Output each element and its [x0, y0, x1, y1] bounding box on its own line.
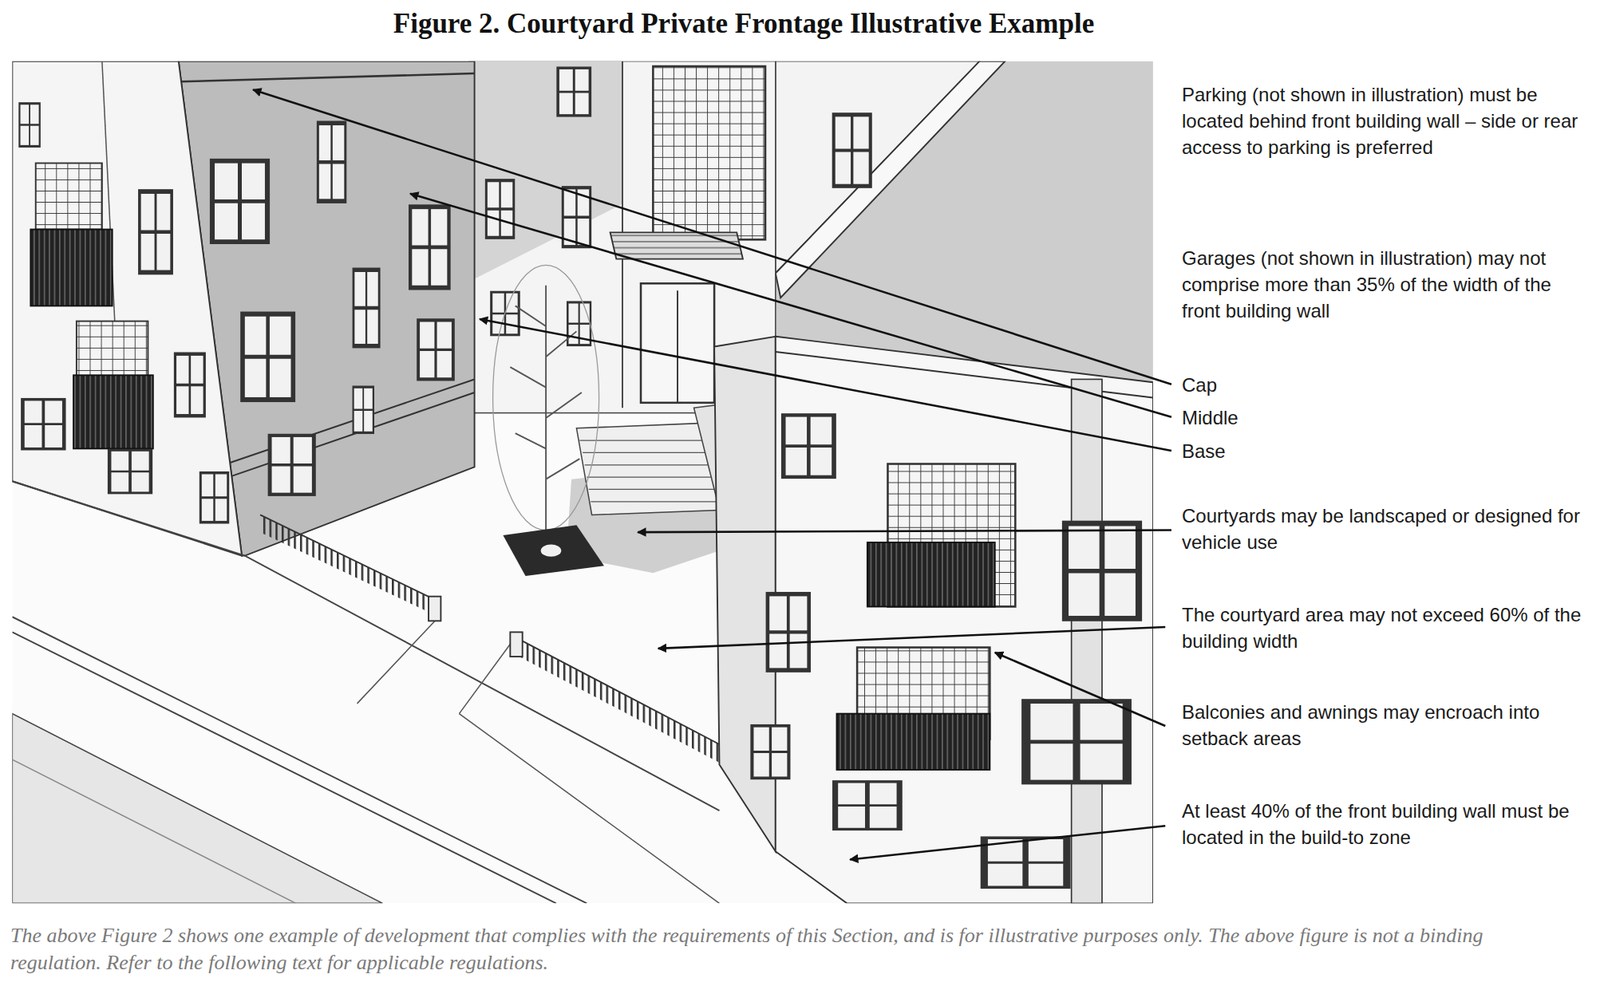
leader-lines	[252, 89, 1172, 860]
callout-text: Parking (not shown in illustration) must…	[1181, 81, 1593, 161]
callout-text: Middle	[1181, 404, 1593, 431]
leader-line	[410, 193, 1172, 418]
window	[418, 320, 454, 380]
window	[212, 161, 268, 242]
window	[835, 782, 901, 830]
fence-rail	[515, 637, 720, 745]
leader-line	[849, 825, 1166, 860]
ground	[11, 61, 1154, 905]
window	[22, 399, 64, 450]
leader-line	[479, 319, 1172, 451]
fence-rail	[260, 514, 439, 602]
figure-caption: The above Figure 2 shows one example of …	[10, 922, 1487, 977]
door	[640, 283, 715, 403]
window	[200, 473, 229, 523]
window	[833, 114, 871, 186]
road	[11, 714, 383, 905]
scene-drawing	[11, 61, 1154, 905]
balcony	[837, 714, 991, 771]
balcony	[73, 375, 154, 449]
tree-grate	[502, 525, 605, 577]
window	[1026, 701, 1128, 783]
callout-text: Courtyards may be landscaped or designed…	[1181, 502, 1593, 556]
balcony	[867, 542, 996, 608]
left-building-front	[11, 61, 242, 557]
window	[317, 122, 346, 202]
grid-window	[76, 321, 149, 378]
window	[174, 354, 205, 417]
parapet	[775, 61, 1006, 299]
road-line	[11, 759, 296, 904]
right-building-front	[775, 336, 1154, 905]
window	[783, 414, 834, 478]
fence	[260, 514, 439, 617]
window	[1065, 523, 1139, 619]
figure-title: Figure 2. Courtyard Private Frontage Ill…	[0, 7, 1488, 40]
callout-text: At least 40% of the front building wall …	[1181, 798, 1593, 851]
leader-line	[252, 89, 1172, 384]
window	[139, 191, 172, 273]
fence-post	[509, 632, 522, 657]
cap-band	[181, 73, 475, 82]
leader-line	[637, 530, 1172, 534]
leader-line	[658, 627, 1166, 649]
tree-base	[541, 544, 562, 557]
left-building-side	[178, 61, 475, 557]
walkway	[357, 616, 720, 904]
callout-text: Balconies and awnings may encroach into …	[1181, 699, 1593, 752]
callout-text: The courtyard area may not exceed 60% of…	[1181, 601, 1593, 655]
sidewalk-edge	[11, 481, 720, 811]
window	[767, 594, 810, 671]
callout-text: Cap	[1181, 371, 1593, 399]
window	[410, 206, 449, 288]
window	[983, 837, 1067, 888]
balcony	[30, 229, 112, 307]
window	[242, 314, 293, 400]
window	[269, 435, 314, 495]
pilaster	[1071, 379, 1103, 904]
grid-window	[652, 66, 766, 240]
leader-line	[995, 652, 1166, 727]
callout-text: Garages (not shown in illustration) may …	[1181, 244, 1593, 324]
callout-text: Base	[1181, 438, 1593, 465]
window	[485, 180, 514, 238]
grid-window	[35, 162, 103, 230]
window	[557, 67, 590, 116]
window	[353, 387, 374, 433]
door-split	[676, 290, 679, 403]
window	[109, 450, 151, 494]
fence	[515, 637, 720, 763]
shadow	[471, 61, 623, 281]
fence-post	[428, 596, 441, 622]
window	[353, 269, 380, 346]
awning	[610, 232, 743, 259]
window	[19, 103, 40, 147]
window	[751, 726, 789, 779]
curb	[11, 616, 587, 904]
